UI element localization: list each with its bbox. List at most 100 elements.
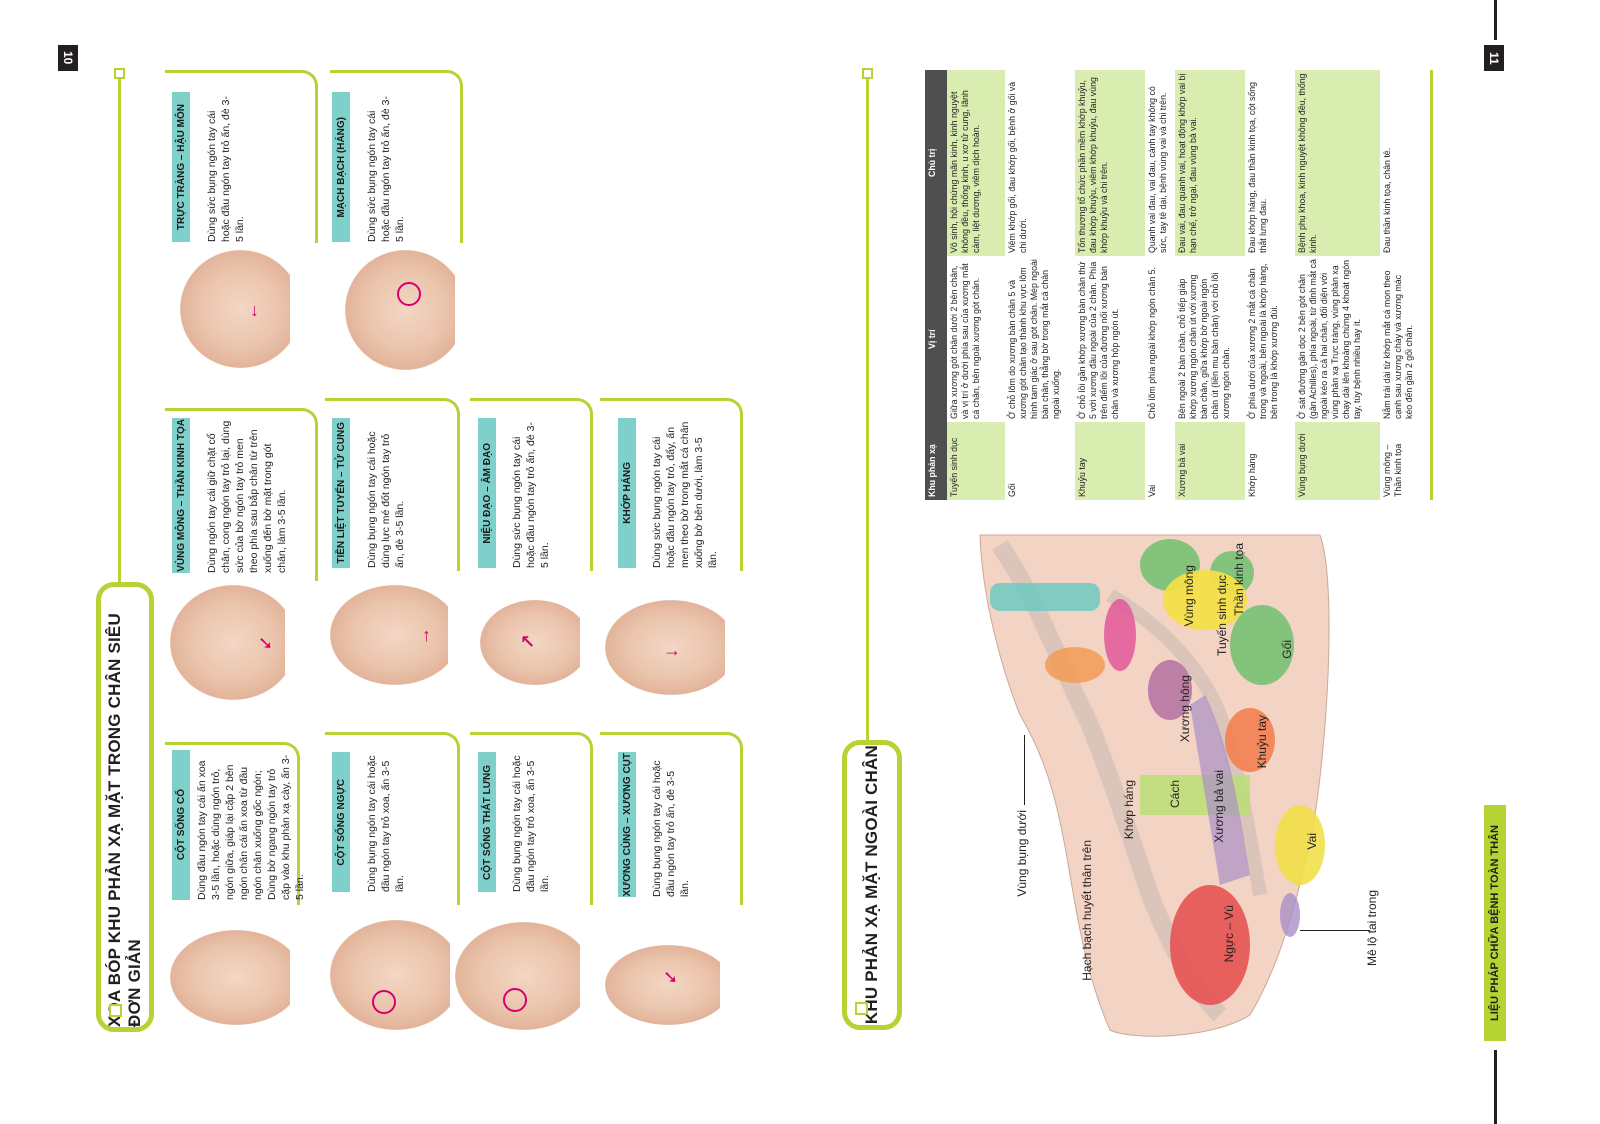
edge-line: [1494, 0, 1497, 40]
leader-line: [1300, 930, 1370, 931]
zone-label-than-kinh-toa: Thần kinh tọa: [1232, 543, 1246, 616]
table-row: Gối Ở chỗ lõm do xương bàn chân 5 và xươ…: [1005, 70, 1075, 500]
cell-zone: Vùng mông – Thần kinh tọa: [1382, 443, 1403, 497]
table-header: Khu phản xạ Vị trí Chủ trị: [925, 70, 947, 500]
zone-label-khop-hang: Khớp háng: [1122, 780, 1136, 840]
press-ring-icon: [372, 990, 396, 1014]
step-text: Dùng sức bụng ngón tay cái hoặc đầu ngón…: [206, 96, 246, 242]
cell-indication: Bệnh phụ khoa, kinh nguyệt không đều, th…: [1297, 73, 1318, 253]
guide-dot-icon: [862, 68, 873, 79]
cell-indication: Tổn thương tổ chức phần mềm khớp khuỷu, …: [1077, 77, 1109, 253]
table-row: Khuỷu tay Ở chỗ lồi gần khớp xương bàn c…: [1075, 70, 1145, 500]
cell-location: Ở chỗ lồi gần khớp xương bàn chân thứ 5 …: [1075, 256, 1145, 422]
step-photo: →: [605, 600, 725, 695]
table-row: Vai Chỗ lõm phía ngoài khớp ngón chân 5.…: [1145, 70, 1175, 500]
cell-zone: Xương bả vai: [1177, 443, 1187, 497]
step-label: KHỚP HÁNG: [618, 418, 636, 568]
arrow-icon: ↑: [422, 625, 431, 645]
header-square-icon: [855, 1002, 868, 1015]
cell-location: Giữa xương gót chân dưới 2 bên chân, và …: [947, 256, 1005, 422]
step-card: [470, 398, 593, 571]
step-photo: ↓: [180, 250, 290, 368]
zone-label-hach-bach-huyet: Hạch bạch huyết thân trên: [1080, 840, 1094, 981]
cell-location: Ở phía dưới của xương 2 mắt cá chân tron…: [1247, 263, 1279, 419]
press-ring-icon: [397, 282, 421, 306]
table-row: Vùng mông – Thần kinh tọa Nằm trải dài t…: [1380, 70, 1433, 500]
header-indication: Chủ trị: [927, 148, 937, 178]
cell-zone: Tuyến sinh dục: [949, 437, 959, 497]
zone-label-xuong-hong: Xương hông: [1178, 675, 1192, 743]
header-square-icon: [109, 1004, 122, 1017]
cell-location: Bên ngoài 2 bàn chân, chỗ tiếp giáp khớp…: [1175, 256, 1245, 422]
arrow-icon: ➘: [663, 967, 679, 987]
arrow-icon: →: [663, 640, 681, 660]
zone-label-vai: Vai: [1305, 833, 1319, 850]
edge-line: [1494, 1050, 1497, 1124]
step-photo: [455, 922, 580, 1030]
arrow-icon: ↖: [520, 632, 536, 652]
step-card: [165, 70, 318, 243]
chapter-footer: LIỆU PHÁP CHỮA BỆNH TOÀN THÂN: [1484, 805, 1506, 1041]
cell-zone: Vai: [1147, 484, 1157, 497]
cell-indication: Đau vai, đau quanh vai, hoạt động khớp v…: [1177, 73, 1198, 253]
leader-line: [1024, 735, 1025, 805]
section-title-inner-foot: XOA BÓP KHU PHẢN XẠ MẶT TRONG CHÂN SIÊU …: [96, 582, 154, 1032]
step-text: Dùng sức bụng ngón tay cái hoặc đầu ngón…: [511, 422, 551, 568]
step-label: MẠCH BẠCH (HÁNG): [332, 92, 350, 242]
table-row: Vùng bụng dưới Ở sát đường gân dọc 2 bên…: [1295, 70, 1380, 500]
step-card: [600, 398, 743, 571]
zone-label-tuyen-sinh-duc: Tuyến sinh dục: [1215, 575, 1229, 656]
step-text: Dùng sức bụng ngón tay cái hoặc đầu ngón…: [366, 96, 406, 242]
guide-line: [866, 74, 869, 740]
step-photo: [170, 930, 290, 1025]
step-label: NIỆU ĐẠO – ÂM ĐẠO: [478, 418, 496, 568]
cell-indication: Viêm khớp gối, đau khớp gối, bệnh ở gối …: [1007, 81, 1028, 253]
step-photo: ➘: [605, 945, 720, 1025]
step-card: [325, 732, 460, 905]
step-card: [165, 742, 300, 905]
step-card: [470, 732, 593, 905]
section-title-outer-foot: KHU PHẢN XẠ MẶT NGOÀI CHÂN: [842, 740, 902, 1030]
step-text: Dùng bụng ngón tay cái hoặc dùng lực mé …: [366, 431, 406, 568]
step-text: Dùng bụng ngón tay cái hoặc đầu ngón tay…: [511, 755, 551, 892]
cell-indication: Vô sinh, hội chứng mãn kinh, kinh nguyệt…: [949, 90, 981, 253]
step-label: CỘT SỐNG THẮT LƯNG: [478, 752, 496, 892]
foot-diagram: [979, 534, 1330, 1037]
guide-dot-icon: [114, 68, 125, 79]
step-text: Dùng bụng ngón tay cái hoặc đầu ngón tay…: [651, 760, 691, 897]
step-card: [600, 732, 743, 905]
zone-label-vung-mong: Vùng mông: [1182, 565, 1196, 627]
zone-label-vung-bung-duoi: Vùng bụng dưới: [1015, 810, 1029, 897]
header-location: Vị trí: [927, 329, 937, 349]
table-row: Tuyến sinh dục Giữa xương gót chân dưới …: [947, 70, 1005, 500]
cell-location: Chỗ lõm phía ngoài khớp ngón chân 5.: [1147, 267, 1157, 419]
step-text: Dùng ngón tay cái giữ chặt cổ chân, cong…: [206, 420, 288, 573]
step-label: CỘT SỐNG CỔ: [172, 750, 190, 900]
arrow-icon: ↓: [250, 300, 259, 320]
step-label: TIỀN LIỆT TUYẾN – TỬ CUNG: [332, 418, 350, 568]
step-photo: ↖: [480, 600, 580, 685]
arrow-icon: ➘: [258, 633, 274, 653]
table-row: Khớp háng Ở phía dưới của xương 2 mắt cá…: [1245, 70, 1295, 500]
cell-location: Nằm trải dài từ khớp mắt cá mon theo cạn…: [1382, 270, 1414, 419]
zone-label-me-lo-tai-trong: Mê lộ tai trong: [1365, 890, 1379, 967]
cell-location: Ở sát đường gân dọc 2 bên gót chân (gân …: [1295, 256, 1380, 422]
cell-zone: Khuỷu tay: [1077, 457, 1087, 497]
step-label: XƯƠNG CÙNG – XƯƠNG CỤT: [618, 752, 636, 897]
step-photo: [345, 250, 455, 370]
step-text: Dùng bụng ngón tay cái hoặc đầu ngón tay…: [366, 755, 406, 892]
step-photo: ↑: [330, 585, 448, 685]
page-number-right: 11: [1484, 45, 1504, 71]
zone-label-khuyu-tay: Khuỷu tay: [1255, 715, 1269, 769]
step-card: [330, 70, 463, 243]
zone-label-nguc-vu: Ngực – Vú: [1222, 905, 1236, 963]
step-card: [325, 398, 460, 571]
zone-label-xuong-ba-vai: Xương bả vai: [1212, 770, 1226, 843]
header-zone: Khu phản xạ: [927, 444, 937, 497]
cell-zone: Gối: [1007, 483, 1017, 497]
step-photo: [330, 920, 450, 1030]
step-label: CỘT SỐNG NGỰC: [332, 752, 350, 892]
step-text: Dùng sức bụng ngón tay cái hoặc đầu ngón…: [651, 421, 719, 568]
outer-foot-reflex-map: Vùng mông Thần kinh tọa Tuyến sinh dục G…: [960, 515, 1340, 1045]
